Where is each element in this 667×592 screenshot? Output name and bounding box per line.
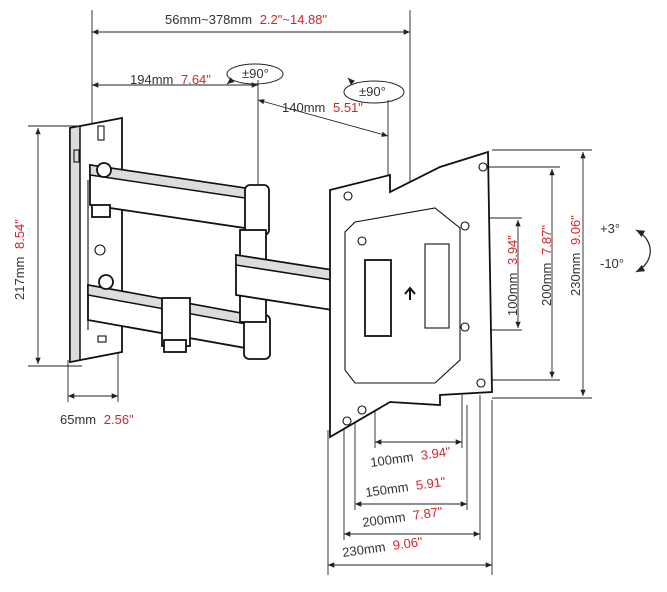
tilt-up-label: +3°: [600, 221, 620, 236]
tilt-symbol: +3° -10°: [600, 221, 651, 273]
svg-text:200mm 7.87": 200mm 7.87": [539, 225, 554, 306]
vesa-h-150-metric: 150mm: [364, 479, 409, 500]
svg-text:230mm 9.06": 230mm 9.06": [568, 215, 583, 296]
swivel-head-label: ±90°: [359, 84, 386, 99]
vesa-v-200-metric: 200mm: [539, 263, 554, 306]
lower-arms: [87, 162, 346, 360]
svg-text:200mm 7.87": 200mm 7.87": [361, 504, 444, 530]
svg-text:100mm 3.94": 100mm 3.94": [505, 235, 520, 316]
swivel-arm-symbol: ±90°: [226, 63, 284, 85]
vesa-v-230-metric: 230mm: [568, 253, 583, 296]
vesa-h-230-metric: 230mm: [341, 539, 386, 560]
second-arm-imperial: 5.51": [333, 100, 363, 115]
vesa-h-100-imperial: 3.94": [420, 444, 452, 463]
vesa-h-150-imperial: 5.91": [415, 474, 447, 493]
vesa-h-230-imperial: 9.06": [392, 534, 424, 553]
svg-text:65mm 2.56": 65mm 2.56": [60, 412, 134, 427]
vesa-v-100-imperial: 3.94": [505, 235, 520, 265]
wall-plate-height-imperial: 8.54": [12, 219, 27, 249]
svg-text:56mm~378mm 2.2"~14.88": 56mm~378mm 2.2"~14.88": [165, 12, 327, 27]
arm-length-metric: 194mm: [130, 72, 173, 87]
svg-text:217mm 8.54": 217mm 8.54": [12, 219, 27, 300]
arm-length-imperial: 7.64": [181, 72, 211, 87]
vesa-plate: [329, 150, 493, 439]
wall-plate-width-metric: 65mm: [60, 412, 96, 427]
svg-text:230mm 9.06": 230mm 9.06": [341, 534, 424, 560]
vesa-h-200-imperial: 7.87": [412, 504, 444, 523]
vesa-v-100-metric: 100mm: [505, 273, 520, 316]
svg-text:194mm 7.64": 194mm 7.64": [130, 72, 211, 87]
svg-text:150mm 5.91": 150mm 5.91": [364, 474, 447, 500]
dimension-labels: 56mm~378mm 2.2"~14.88" 194mm 7.64" 140mm…: [12, 12, 583, 560]
svg-text:140mm 5.51": 140mm 5.51": [282, 100, 363, 115]
vesa-v-200-imperial: 7.87": [539, 225, 554, 255]
swivel-head-symbol: ±90°: [343, 77, 405, 104]
extension-metric: 56mm~378mm: [165, 12, 252, 27]
vesa-v-230-imperial: 9.06": [568, 215, 583, 245]
vesa-h-100-metric: 100mm: [369, 449, 414, 470]
second-arm-metric: 140mm: [282, 100, 325, 115]
tilt-down-label: -10°: [600, 256, 624, 271]
extension-imperial: 2.2"~14.88": [260, 12, 328, 27]
wall-plate-height-metric: 217mm: [12, 257, 27, 300]
svg-text:100mm 3.94": 100mm 3.94": [369, 444, 452, 470]
swivel-arm-label: ±90°: [242, 66, 269, 81]
wall-plate-width-imperial: 2.56": [104, 412, 134, 427]
vesa-h-200-metric: 200mm: [361, 509, 406, 530]
